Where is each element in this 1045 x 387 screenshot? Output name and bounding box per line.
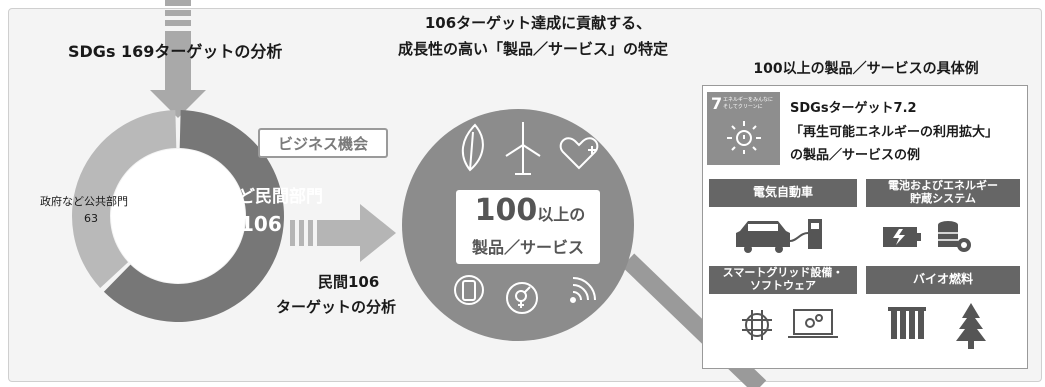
category-label: スマートグリッド設備・ (722, 266, 844, 280)
category-biofuel: バイオ燃料 (866, 266, 1020, 294)
electric-car-icon (736, 219, 822, 253)
gender-equality-icon (506, 282, 538, 314)
category-label: バイオ燃料 (912, 272, 973, 287)
tree-icon (956, 303, 986, 349)
right-title: 100以上の製品／サービスの具体例 (753, 61, 979, 77)
test-tubes-icon (888, 307, 926, 339)
business-opportunity-label: ビジネス機会 (258, 128, 388, 158)
public-sector-label: 政府など公共部門 (40, 195, 128, 208)
donut-slice-public (72, 110, 177, 288)
sdg-number: 7 (711, 94, 723, 113)
donut-slice-private (103, 110, 284, 323)
products-number: 100 (474, 193, 538, 228)
category-label: 電池およびエネルギー (888, 179, 998, 193)
sdg-caption-line2: そしてクリーンに (723, 104, 763, 110)
target-line1: SDGsターゲット7.2 (790, 101, 917, 116)
center-title-line1: 106ターゲット達成に貢献する、 (424, 14, 652, 32)
private-analysis-line1: 民間106 (318, 273, 380, 291)
sdg-caption-line1: エネルギーをみんなに (723, 97, 774, 103)
center-title-line2: 成長性の高い「製品／サービス」の特定 (397, 40, 668, 58)
products-box (456, 190, 600, 264)
down-arrow (150, 0, 206, 118)
public-sector-value: 63 (84, 212, 98, 225)
category-battery-storage: 電池およびエネルギー 貯蔵システム (866, 179, 1020, 207)
smartphone-icon (454, 275, 484, 305)
sdg7-tile: 7 エネルギーをみんなに そしてクリーンに (707, 92, 780, 165)
software-laptop-icon (788, 309, 838, 338)
products-count: 100以上の (460, 193, 600, 228)
category-icons (736, 219, 986, 349)
smart-grid-icon (742, 310, 772, 340)
heart-health-icon (559, 137, 599, 170)
sector-donut-chart (72, 110, 284, 323)
wifi-signal-icon (570, 277, 596, 303)
battery-storage-icon (883, 221, 971, 252)
left-title: SDGs 169ターゲットの分析 (68, 42, 283, 61)
private-sector-value: 106 (240, 212, 282, 236)
leaf-icon (461, 123, 484, 172)
right-arrow (290, 204, 396, 262)
category-smart-grid: スマートグリッド設備・ ソフトウェア (709, 266, 857, 294)
wind-turbine-icon (505, 122, 541, 175)
category-label: ソフトウェア (750, 279, 816, 292)
sun-power-icon (727, 121, 761, 154)
target-line3: の製品／サービスの例 (790, 148, 921, 163)
category-label: 貯蔵システム (910, 192, 976, 205)
category-electric-vehicle: 電気自動車 (709, 179, 857, 207)
donut-hole (111, 149, 245, 283)
products-suffix: 以上の (537, 205, 586, 224)
target-line2: 「再生可能エネルギーの利用拡大」 (790, 125, 999, 140)
private-analysis-line2: ターゲットの分析 (276, 298, 397, 316)
private-sector-label: 企業など民間部門 (187, 187, 323, 207)
products-label: 製品／サービス (471, 238, 584, 257)
category-label: 電気自動車 (752, 185, 813, 200)
